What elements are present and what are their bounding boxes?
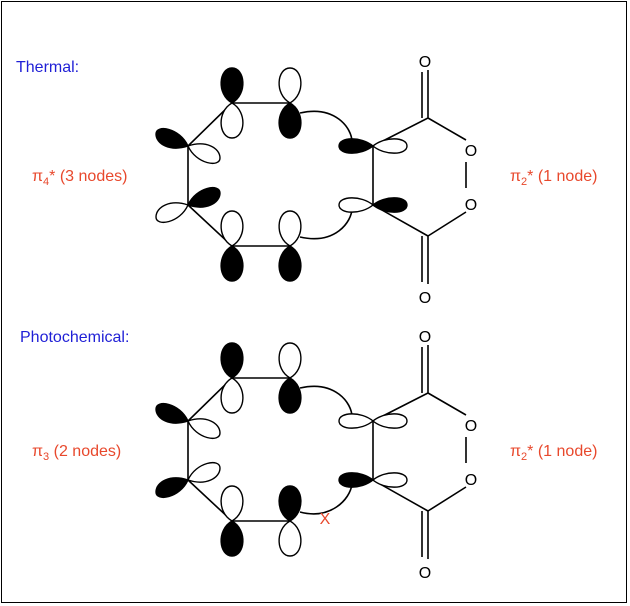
dienophile-bonds [372,70,467,284]
oxygen-atom: O [465,197,477,214]
panel-heading: Thermal: [16,59,79,76]
oxygen-atom: O [419,290,431,307]
panel-photochemical: Photochemical: π3 (2 nodes) π2* (1 node)… [20,329,597,582]
oxygen-atom: O [419,565,431,582]
interaction-arc [299,385,353,418]
oxygen-atom: O [465,472,477,489]
dienophile-p-orbitals [338,413,408,488]
interaction-arc [299,110,353,143]
oxygen-atom: O [465,143,477,160]
oxygen-atom: O [419,329,431,346]
right-orbital-label: π2* (1 node) [510,443,597,463]
left-orbital-label: π4* (3 nodes) [32,168,127,188]
interaction-arc [299,483,353,515]
interaction-arc [299,207,353,240]
panel-heading: Photochemical: [20,329,129,346]
left-orbital-label: π3 (2 nodes) [32,443,121,463]
diene-p-orbitals [155,342,302,557]
dienophile-bonds [372,345,467,559]
forbidden-cross-mark: X [320,511,331,528]
dienophile-p-orbitals [338,138,408,213]
right-orbital-label: π2* (1 node) [510,168,597,188]
oxygen-atom: O [465,418,477,435]
oxygen-atom: O [419,54,431,71]
panel-thermal: Thermal: π4* (3 nodes) π2* (1 node) O O … [16,54,597,307]
diene-p-orbitals [155,67,302,282]
